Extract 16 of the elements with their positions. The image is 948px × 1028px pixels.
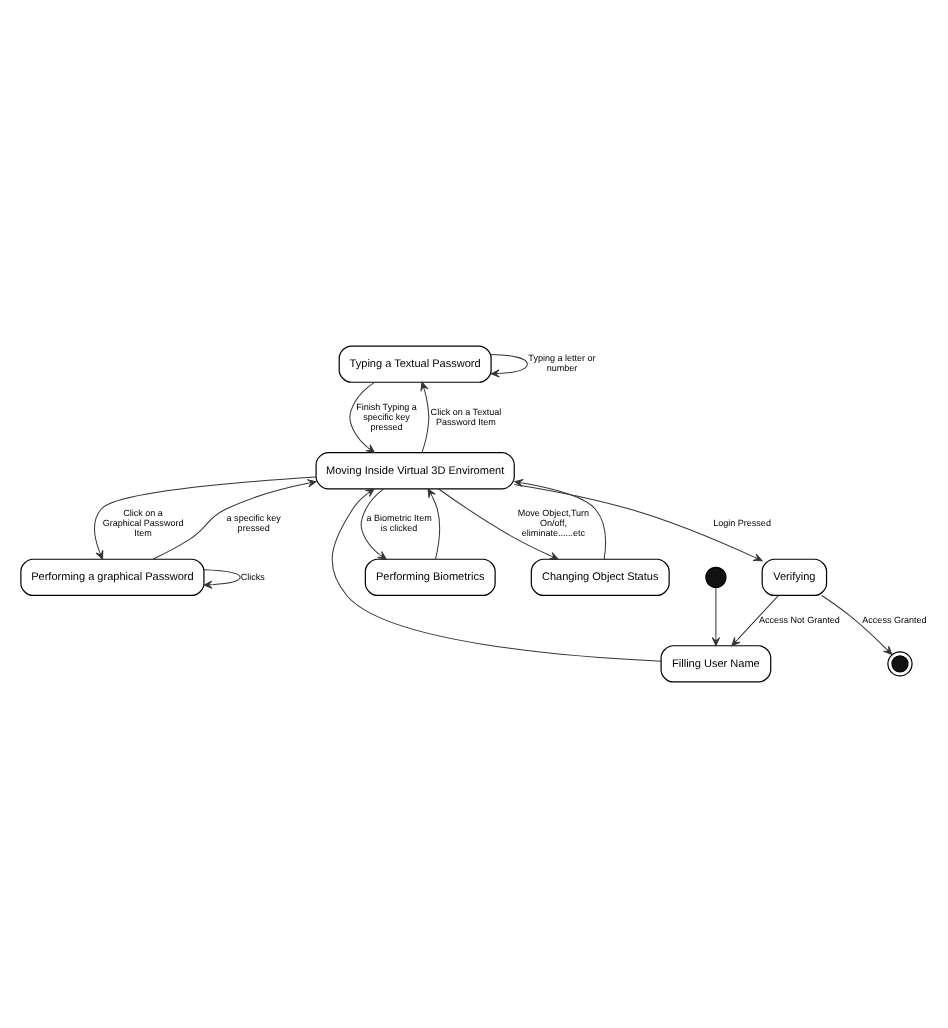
arrow [821,595,893,655]
arrow [152,479,317,560]
arrow [349,381,375,454]
arrow [94,476,317,560]
node-circle [705,566,727,589]
arrow [438,488,559,560]
arrow [711,587,721,647]
arrow [514,478,607,560]
arrow [513,483,763,562]
arrow [490,353,528,378]
arrow [203,569,241,589]
arrow [731,595,779,647]
arrow [331,488,662,662]
arrow [360,488,387,560]
arrow [427,488,441,560]
arrow [420,381,430,454]
